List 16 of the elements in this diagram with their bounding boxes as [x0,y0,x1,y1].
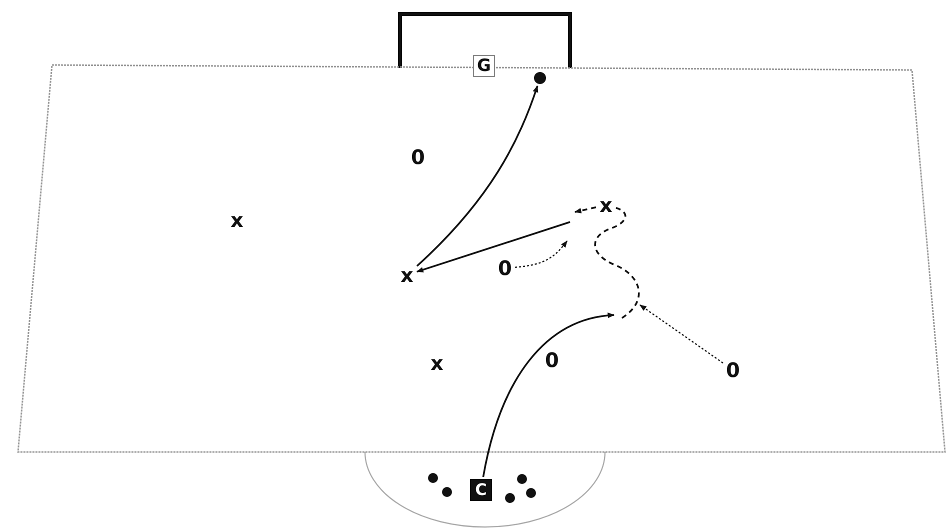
player-marker: 0 [410,145,426,169]
arrow [416,85,538,267]
player-marker: 0 [544,348,560,372]
player-marker: x [598,194,614,216]
arrow [416,221,570,273]
arrow [639,304,724,364]
coach-marker: C [470,479,492,501]
goalkeeper-marker: G [473,55,495,77]
arrow [574,206,596,214]
player-marker: x [399,264,415,286]
player-marker: 0 [725,358,741,382]
player-marker: 0 [497,256,513,280]
arrow [482,312,615,478]
player-marker: x [229,209,245,231]
arrow [514,240,568,268]
player-marker: x [429,352,445,374]
